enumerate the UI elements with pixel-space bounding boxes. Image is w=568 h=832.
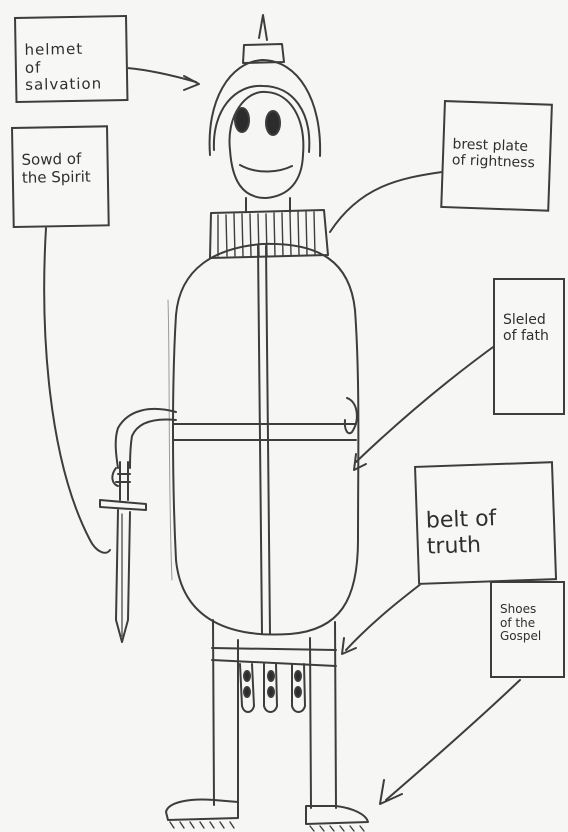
label-sword-text: Sowd of the Spirit	[21, 151, 101, 187]
belt	[212, 648, 336, 712]
label-helmet-text: helmet of salvation	[24, 40, 120, 93]
label-belt-of-truth: belt of truth	[414, 461, 557, 585]
shoes	[166, 800, 368, 832]
label-breastplate-of-righteousness: brest plate of rightness	[440, 100, 553, 212]
sword-arm	[116, 409, 176, 468]
label-shield-text: Sleled of fath	[503, 312, 557, 344]
hand	[345, 398, 357, 433]
face	[229, 92, 303, 198]
label-shield-of-faith: Sleled of fath	[493, 278, 565, 415]
shield	[168, 244, 358, 635]
label-belt-text: belt of truth	[426, 505, 549, 560]
label-sword-of-the-spirit: Sowd of the Spirit	[11, 125, 110, 228]
label-breastplate-text: brest plate of rightness	[452, 136, 544, 171]
label-shoes-text: Shoes of the Gospel	[500, 603, 557, 644]
label-shoes-of-the-gospel: Shoes of the Gospel	[490, 581, 565, 678]
label-helmet-of-salvation: helmet of salvation	[14, 15, 128, 103]
